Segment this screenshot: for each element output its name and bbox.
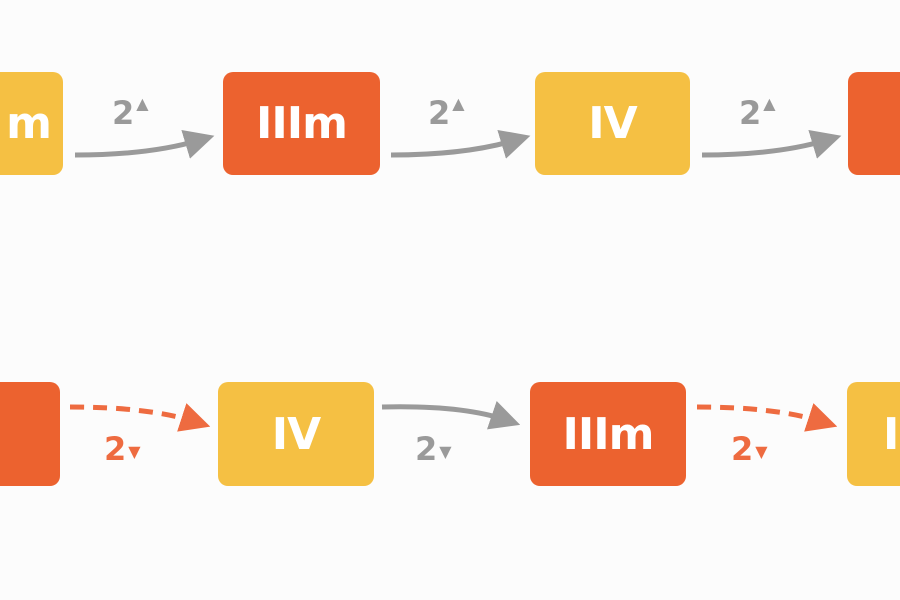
node-top-2: IV: [535, 72, 690, 175]
node-bottom-2: IIIm: [530, 382, 686, 486]
edge-label-top-3: 2▲: [739, 94, 776, 132]
node-top-0: m: [0, 72, 63, 175]
arrow-bottom-2: [381, 400, 521, 430]
arrow-top-3: [701, 129, 842, 159]
node-bottom-0: [0, 382, 60, 486]
arrow-bottom-1: [69, 403, 211, 432]
node-top-3: [848, 72, 900, 175]
arrow-top-2: [390, 129, 531, 159]
edge-label-bottom-1: 2▼: [104, 430, 141, 468]
arrow-bottom-3: [696, 403, 838, 432]
edge-label-top-1: 2▲: [112, 94, 149, 132]
node-top-1: IIIm: [223, 72, 380, 175]
arrow-top-1: [74, 129, 215, 159]
edge-label-top-2: 2▲: [428, 94, 465, 132]
node-bottom-3: I: [847, 382, 900, 486]
node-bottom-1: IV: [218, 382, 374, 486]
edge-label-bottom-3: 2▼: [731, 430, 768, 468]
edge-label-bottom-2: 2▼: [415, 430, 452, 468]
